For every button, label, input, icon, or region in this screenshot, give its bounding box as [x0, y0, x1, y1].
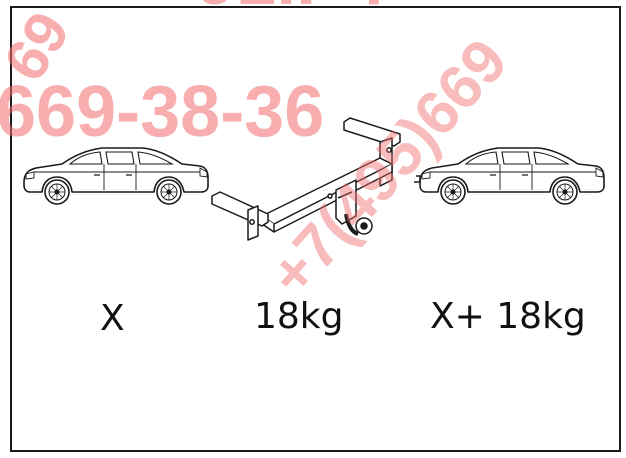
diagram-frame	[10, 6, 621, 452]
hitch-weight-label: 18kg	[254, 296, 344, 337]
tow-hitch-icon	[211, 117, 401, 241]
watermark-phone-text: 669-38-36	[0, 72, 324, 152]
total-weight-label: X+ 18kg	[430, 296, 586, 337]
right-car-icon	[414, 147, 605, 205]
left-car-icon	[23, 147, 209, 205]
watermark-top-text: 91.РФ	[196, 0, 405, 20]
car-weight-label: X	[100, 298, 125, 339]
